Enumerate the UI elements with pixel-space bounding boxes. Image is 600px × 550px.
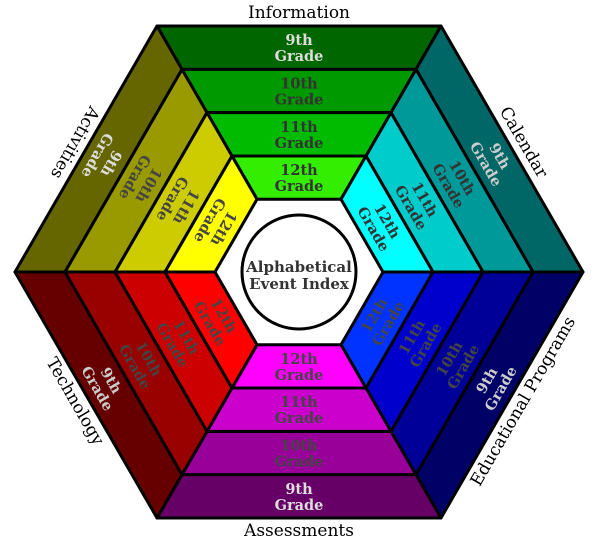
grade-number: 10th xyxy=(280,438,318,455)
grade-word: Grade xyxy=(275,454,324,471)
grade-number: 12th xyxy=(280,351,318,368)
grade-word: Grade xyxy=(275,48,324,65)
grade-word: Grade xyxy=(275,367,324,384)
center-line-1: Alphabetical xyxy=(245,258,352,276)
center-hub[interactable]: Alphabetical Event Index xyxy=(240,213,358,331)
activities-band-12th[interactable] xyxy=(163,154,259,274)
grade-number: 9th xyxy=(285,32,313,49)
center-line-2: Event Index xyxy=(249,275,350,293)
grade-number: 9th xyxy=(285,481,313,498)
grade-word: Grade xyxy=(275,497,324,514)
grade-word: Grade xyxy=(275,135,324,152)
information-sector-label[interactable]: Information xyxy=(248,3,350,23)
grade-number: 12th xyxy=(280,162,318,179)
grade-number: 10th xyxy=(280,76,318,93)
grade-word: Grade xyxy=(275,178,324,195)
grade-number: 11th xyxy=(280,119,318,136)
assessments-sector-label[interactable]: Assessments xyxy=(243,521,354,541)
grade-word: Grade xyxy=(275,92,324,109)
grade-word: Grade xyxy=(275,410,324,427)
grade-number: 11th xyxy=(280,394,318,411)
alphabetical-event-index-circle[interactable] xyxy=(240,213,358,331)
